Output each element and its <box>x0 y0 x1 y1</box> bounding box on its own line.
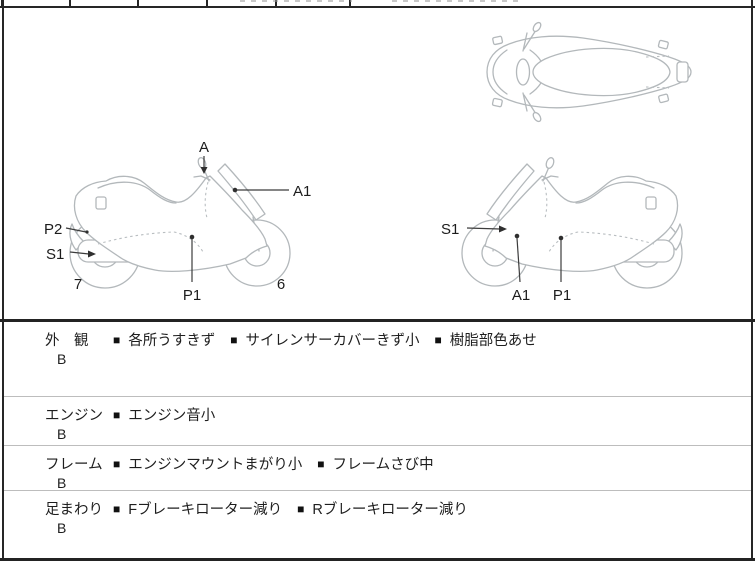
note-items: ■エンジンマウントまがり小 ■フレームさび中 <box>113 453 449 474</box>
note-item: ■各所うすきず <box>113 333 216 349</box>
condition-notes-table: 外 観 B ■各所うすきず ■サイレンサーカバーきず小 ■樹脂部色あせ エンジン B… <box>4 322 751 558</box>
note-item: ■Fブレーキローター減り <box>113 502 283 518</box>
grade-value: B <box>57 426 67 442</box>
point-label-a1: A1 <box>293 183 311 200</box>
note-items: ■各所うすきず ■サイレンサーカバーきず小 ■樹脂部色あせ <box>113 329 552 350</box>
left-view-annotations: A A1 P2 S1 7 P1 6 <box>44 139 311 304</box>
category-label: 外 観 <box>45 333 89 349</box>
right-view-annotations: S1 A1 P1 <box>441 221 571 304</box>
scooter-left-side-view <box>69 155 291 289</box>
top-horizontal-rule <box>0 6 755 8</box>
note-item: ■エンジンマウントまがり小 <box>113 457 303 473</box>
grade-value: B <box>57 520 67 536</box>
note-items: ■Fブレーキローター減り ■Rブレーキローター減り <box>113 498 483 519</box>
point-label-s1-right: S1 <box>441 221 459 238</box>
grade-value: B <box>57 351 67 367</box>
bullet-icon: ■ <box>434 333 442 347</box>
point-label-s1: S1 <box>46 246 64 263</box>
note-item: ■サイレンサーカバーきず小 <box>230 333 420 349</box>
bullet-icon: ■ <box>113 457 121 471</box>
category-label: フレーム <box>45 457 103 473</box>
right-border <box>751 0 753 561</box>
note-row-exterior: 外 観 B ■各所うすきず ■サイレンサーカバーきず小 ■樹脂部色あせ <box>4 322 751 397</box>
bullet-icon: ■ <box>297 502 305 516</box>
bullet-icon: ■ <box>113 408 121 422</box>
left-border <box>2 0 4 561</box>
category-label: エンジン <box>45 408 103 424</box>
note-row-frame: フレーム B ■エンジンマウントまがり小 ■フレームさび中 <box>4 446 751 491</box>
bullet-icon: ■ <box>230 333 238 347</box>
point-label-6: 6 <box>277 276 285 293</box>
section-separator <box>0 319 755 322</box>
scooter-right-side-view <box>461 155 683 289</box>
cutoff-text-remnant <box>392 0 522 2</box>
note-row-undercarriage: 足まわり B ■Fブレーキローター減り ■Rブレーキローター減り <box>4 491 751 558</box>
point-label-p2: P2 <box>44 221 62 238</box>
grade-value: B <box>57 475 67 491</box>
point-label-7: 7 <box>74 276 82 293</box>
top-table-divider <box>206 0 208 7</box>
note-item: ■樹脂部色あせ <box>434 333 537 349</box>
bullet-icon: ■ <box>113 502 121 516</box>
point-label-p1: P1 <box>183 287 201 304</box>
top-table-divider <box>69 0 71 7</box>
damage-diagram: A A1 P2 S1 7 P1 6 S1 A1 <box>44 21 692 304</box>
top-table-divider <box>137 0 139 7</box>
bullet-icon: ■ <box>113 333 121 347</box>
cutoff-text-remnant <box>240 0 352 2</box>
point-label-a: A <box>199 139 209 156</box>
category-label: 足まわり <box>45 502 103 518</box>
note-item: ■エンジン音小 <box>113 408 216 424</box>
top-table-divider <box>275 0 277 7</box>
point-label-p1-right: P1 <box>553 287 571 304</box>
note-item: ■フレームさび中 <box>317 457 434 473</box>
bullet-icon: ■ <box>317 457 325 471</box>
point-label-a1-right: A1 <box>512 287 530 304</box>
bottom-border <box>0 558 755 561</box>
note-items: ■エンジン音小 <box>113 404 230 425</box>
note-item: ■Rブレーキローター減り <box>297 502 468 518</box>
note-row-engine: エンジン B ■エンジン音小 <box>4 397 751 446</box>
top-table-divider <box>349 0 351 7</box>
scooter-top-view <box>486 21 692 123</box>
